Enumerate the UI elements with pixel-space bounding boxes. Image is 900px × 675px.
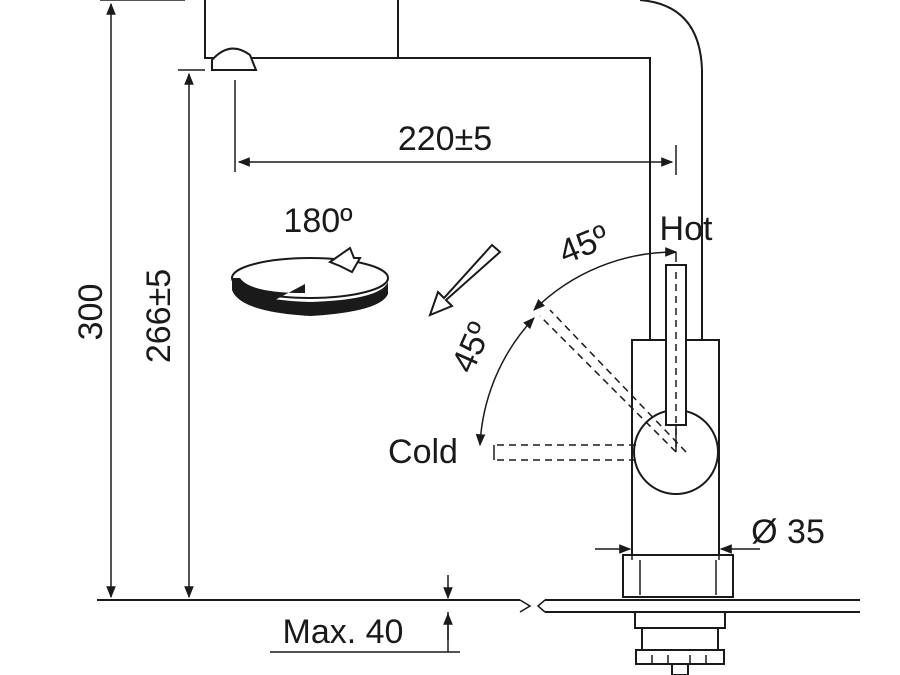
max-thickness-label: Max. 40 [283,613,404,651]
angle-cold-label: 45º [444,317,499,378]
faucet-spout [204,0,703,340]
cold-label: Cold [388,433,458,471]
base-flange [622,554,734,598]
total-height-label: 300 [72,284,110,341]
diameter-label: Ø 35 [751,513,825,551]
aerator-nozzle [211,47,258,71]
swing-direction-arrow [428,243,502,317]
lever-45-position [539,315,677,453]
dimension-total-height [100,0,185,599]
hot-label: Hot [660,210,713,248]
dimension-reach [234,80,677,175]
dimension-max-thickness [270,575,460,653]
rotation-180-icon [231,246,389,316]
rotation-label: 180º [283,202,352,240]
dimension-spout-height [178,69,205,599]
angle-hot-label: 45º [553,218,614,272]
countertop [97,599,860,613]
lever-handle [493,264,719,495]
spout-height-label: 266±5 [140,269,178,363]
lever-angle-arcs [475,247,678,447]
reach-label: 220±5 [398,120,492,158]
dimension-diameter [595,520,760,560]
